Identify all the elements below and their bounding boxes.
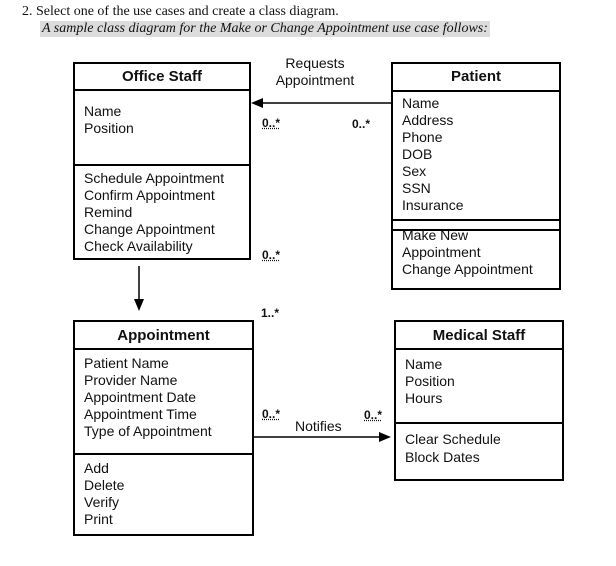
- operation: Make New: [402, 227, 469, 243]
- operation: Remind: [84, 204, 133, 220]
- notifies-label: Notifies: [295, 418, 342, 434]
- class-office-staff-operations: Schedule Appointment Confirm Appointment…: [75, 170, 249, 255]
- class-medical-staff-operations: Clear Schedule Block Dates: [396, 430, 562, 466]
- operation: Print: [84, 511, 113, 527]
- class-appointment-name: Appointment: [75, 322, 252, 350]
- operation: Confirm Appointment: [84, 187, 215, 203]
- operation: Schedule Appointment: [84, 170, 225, 186]
- section-divider: [393, 219, 559, 221]
- class-medical-staff-name: Medical Staff: [396, 322, 562, 350]
- class-office-staff: Office Staff Name Position Schedule Appo…: [73, 62, 251, 260]
- class-medical-staff: Medical Staff Name Position Hours Clear …: [394, 320, 564, 481]
- class-office-staff-attributes: Name Position: [75, 103, 249, 137]
- operation: Change Appointment: [84, 221, 215, 237]
- requests-arrowhead: [251, 98, 263, 108]
- operation: Clear Schedule: [405, 431, 501, 447]
- question-text: 2. Select one of the use cases and creat…: [22, 4, 339, 19]
- notifies-mult-left: 0..*: [262, 407, 281, 421]
- operation: Block Dates: [405, 449, 480, 465]
- class-patient-operations: Make New Appointment Change Appointment: [393, 227, 559, 278]
- attribute: Phone: [402, 129, 443, 145]
- attribute: Appointment Date: [84, 389, 197, 405]
- operation: Change Appointment: [402, 261, 533, 277]
- attribute: Hours: [405, 390, 443, 406]
- operation: Delete: [84, 477, 125, 493]
- attribute: Patient Name: [84, 355, 169, 371]
- attribute: Position: [405, 373, 455, 389]
- class-patient: Patient Name Address Phone DOB Sex SSN I…: [391, 62, 561, 290]
- section-divider: [75, 453, 252, 455]
- attribute: Name: [405, 356, 443, 372]
- attribute: Insurance: [402, 197, 464, 213]
- attribute: Name: [84, 103, 122, 119]
- office-appointment-mult-bottom: 1..*: [261, 306, 280, 320]
- attribute: SSN: [402, 180, 431, 196]
- attribute: Position: [84, 120, 134, 136]
- requests-mult-left: 0..*: [262, 116, 281, 130]
- notifies-arrowhead: [379, 432, 391, 442]
- office-appointment-mult-top: 0..*: [262, 248, 281, 262]
- class-appointment-attributes: Patient Name Provider Name Appointment D…: [75, 355, 252, 440]
- requests-label: Requests Appointment: [275, 55, 355, 88]
- operation: Check Availability: [84, 238, 193, 254]
- attribute: Address: [402, 112, 454, 128]
- class-patient-attributes: Name Address Phone DOB Sex SSN Insurance: [393, 95, 559, 214]
- section-divider: [393, 229, 559, 231]
- operation: Appointment: [402, 244, 481, 260]
- diagram-subtitle: A sample class diagram for the Make or C…: [40, 21, 490, 37]
- section-divider: [396, 422, 562, 424]
- notifies-mult-right: 0..*: [364, 408, 383, 422]
- attribute: Appointment Time: [84, 406, 197, 422]
- attribute: Name: [402, 95, 440, 111]
- class-appointment-operations: Add Delete Verify Print: [75, 460, 252, 528]
- class-office-staff-name: Office Staff: [75, 64, 249, 91]
- attribute: Sex: [402, 163, 427, 179]
- attribute: Provider Name: [84, 372, 178, 388]
- class-patient-name: Patient: [393, 64, 559, 92]
- section-divider: [75, 164, 249, 166]
- requests-mult-right: 0..*: [352, 117, 371, 131]
- attribute: Type of Appointment: [84, 423, 212, 439]
- class-appointment: Appointment Patient Name Provider Name A…: [73, 320, 254, 536]
- class-medical-staff-attributes: Name Position Hours: [396, 356, 562, 407]
- operation: Add: [84, 460, 109, 476]
- office-appointment-arrowhead: [134, 299, 144, 311]
- operation: Verify: [84, 494, 120, 510]
- attribute: DOB: [402, 146, 433, 162]
